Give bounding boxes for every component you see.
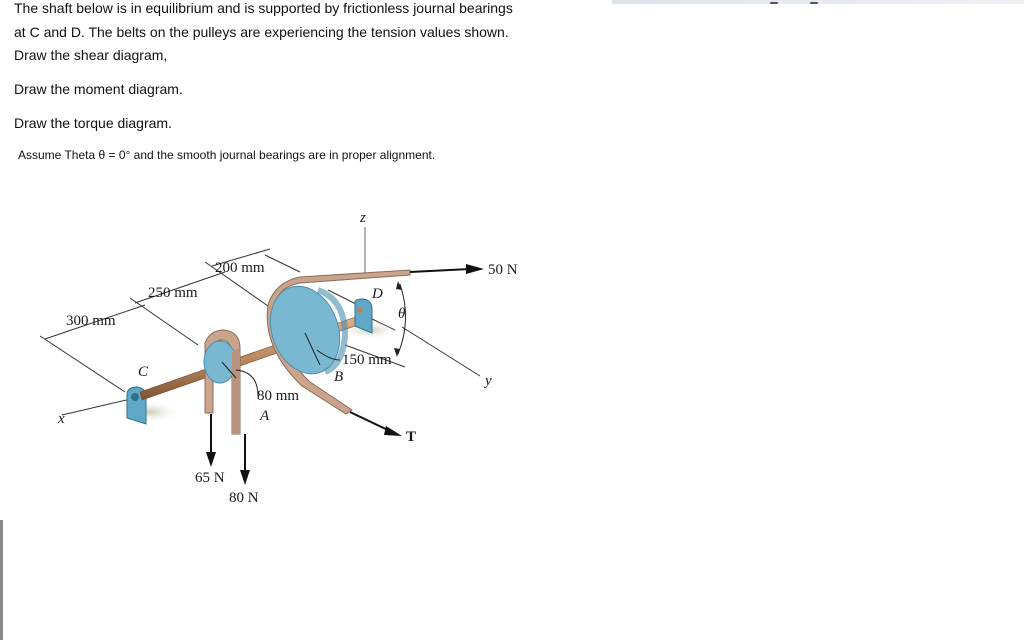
- toolbar-mark: [810, 2, 818, 4]
- dimension-250-label: 250 mm: [148, 285, 198, 301]
- force-50n-label: 50 N: [488, 262, 518, 278]
- pulley-a: [203, 329, 241, 435]
- dimension-300-label: 300 mm: [66, 313, 116, 329]
- problem-line-4: Draw the moment diagram.: [14, 81, 183, 97]
- dimension-200-label: 200 mm: [215, 260, 265, 276]
- radius-b-label: 150 mm: [342, 352, 392, 368]
- force-65n-label: 65 N: [195, 470, 225, 486]
- bearing-d: [354, 298, 373, 334]
- problem-line-6: Assume Theta θ = 0° and the smooth journ…: [18, 148, 436, 162]
- force-t-label: T: [406, 429, 416, 445]
- force-80n-label: 80 N: [229, 490, 259, 506]
- angle-theta-label: θ: [398, 306, 406, 322]
- point-d-label: D: [371, 286, 383, 302]
- axis-y-label: y: [483, 373, 492, 389]
- left-scrollbar-edge[interactable]: [0, 520, 3, 640]
- toolbar-mark: [770, 2, 778, 4]
- point-c-label: C: [138, 364, 149, 380]
- pulley-b: [266, 269, 411, 415]
- axis-x-label: x: [57, 411, 65, 427]
- point-a-label: A: [259, 408, 270, 424]
- radius-a-label: 80 mm: [257, 388, 299, 404]
- problem-line-2: at C and D. The belts on the pulleys are…: [14, 24, 509, 40]
- force-arrows: [206, 264, 484, 485]
- problem-line-5: Draw the torque diagram.: [14, 115, 172, 131]
- shaft-pulley-figure: z y x 300 mm 250 mm 200 mm 80 mm 150 mm …: [0, 180, 620, 520]
- problem-line-3: Draw the shear diagram,: [14, 47, 168, 63]
- point-b-label: B: [334, 369, 343, 385]
- problem-line-1: The shaft below is in equilibrium and is…: [14, 0, 513, 16]
- top-toolbar-strip: [612, 0, 1024, 4]
- axis-z-label: z: [359, 210, 366, 226]
